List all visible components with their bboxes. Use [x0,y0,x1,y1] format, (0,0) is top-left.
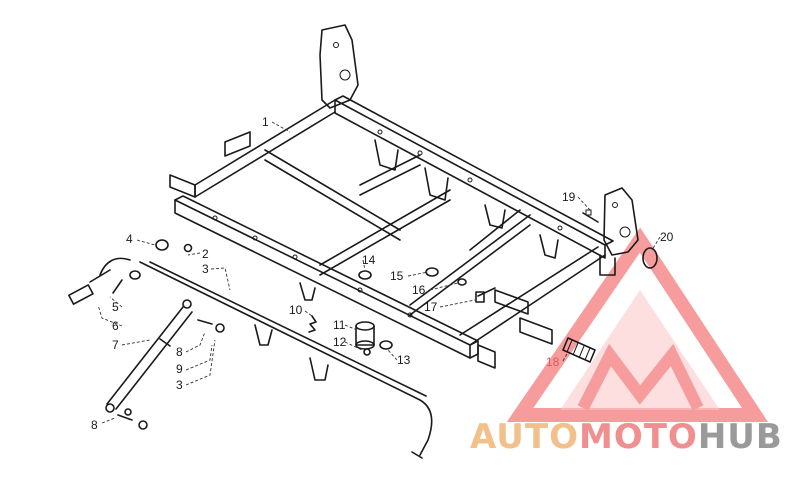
callout-1: 1 [262,115,269,129]
callout-20: 20 [660,230,674,244]
callout-13: 13 [397,353,411,367]
parts-15-17-hardware [425,267,496,303]
part-19-bolt [582,209,599,223]
callout-14: 14 [362,253,376,267]
parts-11-14-hardware [355,270,393,356]
callout-labels: 1 2 3 3 4 5 6 7 8 8 9 10 11 12 13 14 15 … [91,115,674,432]
watermark-hub: HUB [698,417,783,457]
callout-9: 9 [176,362,183,376]
callout-8-lower: 8 [91,418,98,432]
callout-16: 16 [412,283,426,297]
part-7-gas-strut [105,299,193,413]
callout-5: 5 [112,300,119,314]
callout-18: 18 [546,355,560,369]
parts-2-3-long-bar [68,257,433,459]
callout-10: 10 [289,303,303,317]
callout-12: 12 [333,335,347,349]
callout-17: 17 [424,300,438,314]
callout-3-lower: 3 [176,378,183,392]
main-frame [169,95,614,381]
part-18-grip [562,337,596,363]
rear-bracket-plate [599,187,639,276]
callout-15: 15 [390,269,404,283]
watermark-text: AUTOMOTOHUB [470,417,783,457]
leader-lines [97,121,661,424]
callout-3-upper: 3 [202,262,209,276]
callout-8-upper: 8 [176,345,183,359]
callout-6: 6 [112,319,119,333]
svg-text:AUTOMOTOHUB: AUTOMOTOHUB [470,417,783,457]
part-10-spring [308,315,317,333]
parts-8-9-hardware [117,319,225,430]
parts-4-6-hardware [112,239,193,294]
callout-2: 2 [202,247,209,261]
watermark-moto: MOTO [579,417,698,457]
callout-19: 19 [562,190,576,204]
callout-4: 4 [126,232,133,246]
part-20-washer [642,247,658,269]
watermark-logo [506,227,768,422]
callout-7: 7 [112,338,119,352]
watermark-auto: AUTO [470,417,579,457]
front-bracket-plate [319,24,359,109]
callout-11: 11 [333,318,346,332]
